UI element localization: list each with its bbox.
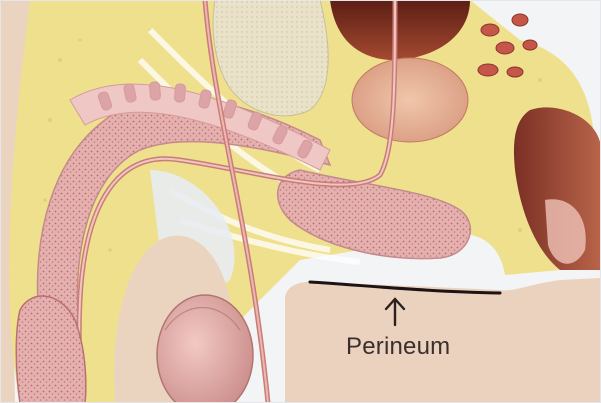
testis: [157, 295, 253, 403]
prostate: [352, 58, 468, 142]
perineum-label: Perineum: [346, 333, 450, 361]
